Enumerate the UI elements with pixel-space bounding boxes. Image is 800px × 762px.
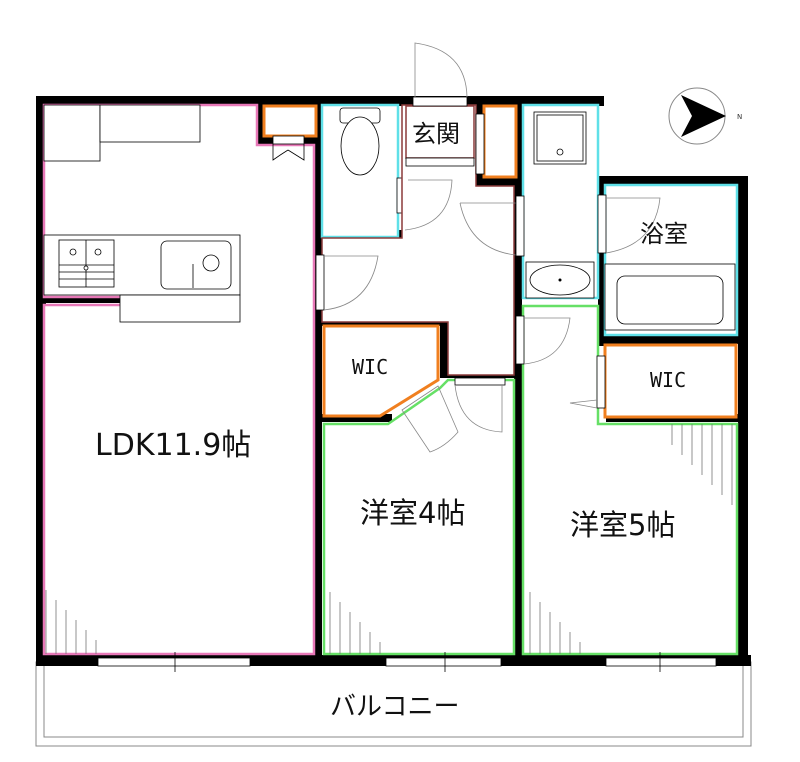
western-room-5-outline: [521, 304, 739, 656]
shoe-closet: [482, 104, 518, 179]
balcony-windows: [97, 652, 717, 672]
washing-machine-icon: [533, 111, 587, 165]
window-hatching: [45, 424, 733, 654]
bathtub-icon: [616, 275, 724, 325]
kitchen: [43, 104, 241, 323]
ldk-outline: [42, 103, 316, 656]
room-label-wic-1: WIC: [352, 355, 389, 379]
room-label-wic-2: WIC: [650, 368, 687, 392]
wic-2-outline: [603, 343, 738, 419]
sink-icon: [160, 240, 232, 290]
ldk-closet: [262, 104, 318, 138]
compass-icon: N: [668, 87, 742, 145]
room-label-entrance: 玄関: [412, 120, 460, 148]
room-label-western-5: 洋室5帖: [570, 508, 676, 542]
hall-outline: [321, 104, 515, 376]
room-label-western-4: 洋室4帖: [360, 496, 466, 530]
stove-icon: [58, 239, 115, 288]
wic-1-outline: [322, 324, 440, 418]
room-label-ldk: LDK11.9帖: [95, 428, 252, 463]
compass-label: N: [737, 113, 742, 121]
room-label-balcony: バルコニー: [330, 692, 460, 722]
room-label-bathroom: 浴室: [640, 220, 688, 248]
toilet-icon: [339, 107, 381, 176]
